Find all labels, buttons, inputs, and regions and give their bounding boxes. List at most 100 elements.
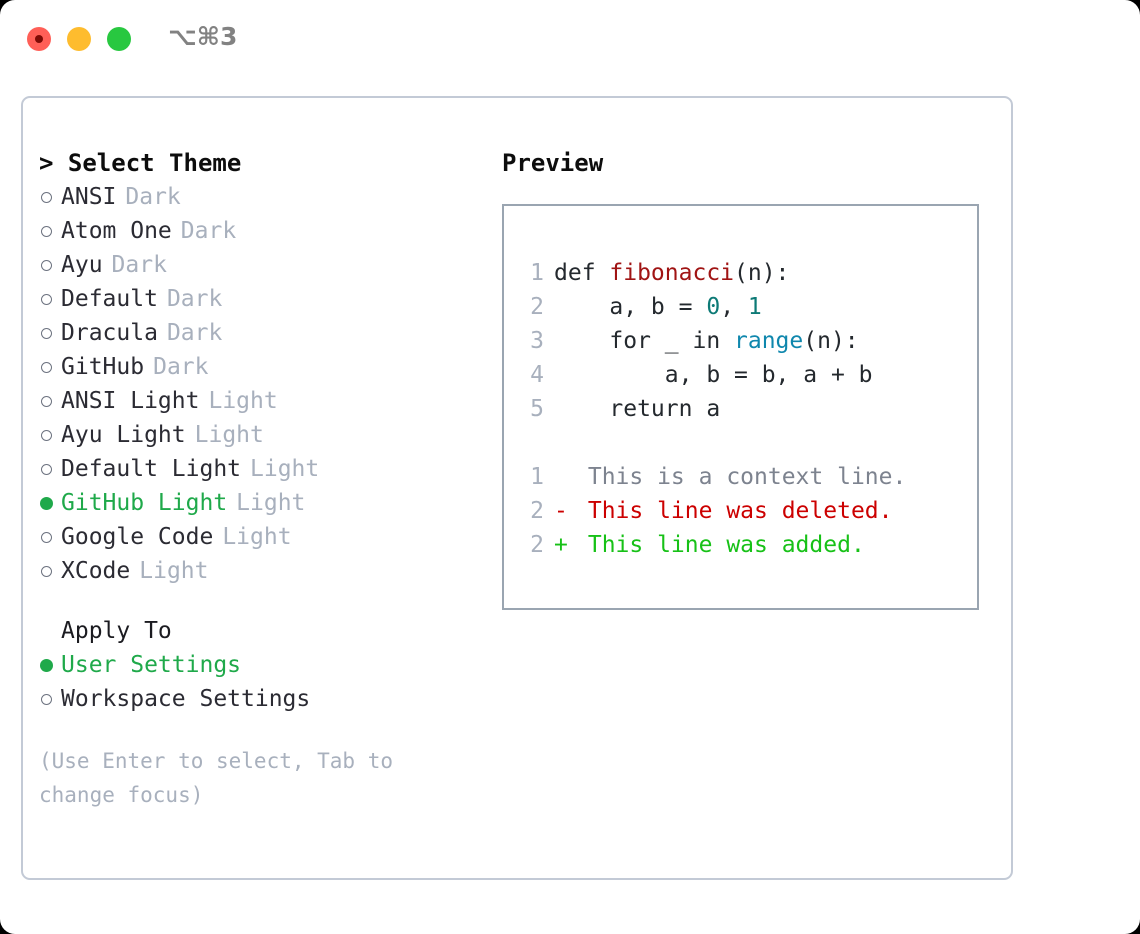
theme-variant-tag: Dark <box>180 218 237 244</box>
radio-unselected-icon <box>39 682 61 716</box>
theme-variant-tag: Dark <box>166 286 223 312</box>
radio-unselected-icon <box>39 316 61 350</box>
theme-list-item[interactable]: ANSI Dark <box>39 180 469 214</box>
theme-variant-tag: Dark <box>125 184 181 210</box>
theme-variant-tag: Dark <box>153 354 209 380</box>
theme-list-item[interactable]: ANSI Light Light <box>39 384 469 418</box>
radio-unselected-icon <box>39 282 61 316</box>
diff-line: 2+ This line was added. <box>522 528 977 562</box>
radio-dot-icon <box>41 566 52 577</box>
radio-unselected-icon <box>39 418 61 452</box>
theme-name: Default <box>61 286 158 312</box>
apply-to-label: Workspace Settings <box>61 686 311 712</box>
maximize-button[interactable] <box>107 27 131 51</box>
theme-name: Atom One <box>61 218 172 244</box>
theme-list-item[interactable]: Google Code Light <box>39 520 469 554</box>
radio-dot-icon <box>41 192 52 203</box>
code-token: for _ in <box>554 328 735 354</box>
radio-dot-icon <box>41 430 52 441</box>
radio-dot-icon <box>40 497 53 510</box>
code-token: a, b = b, a + b <box>554 362 873 388</box>
code-line: 2 a, b = 0, 1 <box>522 290 977 324</box>
radio-selected-icon <box>39 648 61 682</box>
radio-dot-icon <box>40 659 53 672</box>
minimize-button[interactable] <box>67 27 91 51</box>
code-token: range <box>734 328 804 354</box>
preview-heading: Preview <box>502 149 604 177</box>
code-token: fibonacci <box>609 260 735 286</box>
theme-list-item[interactable]: Atom One Dark <box>39 214 469 248</box>
radio-unselected-icon <box>39 214 61 248</box>
radio-unselected-icon <box>39 384 61 418</box>
theme-name: ANSI <box>61 184 117 210</box>
theme-name: Google Code <box>61 524 214 550</box>
radio-unselected-icon <box>39 248 61 282</box>
code-token: (n): <box>803 328 859 354</box>
radio-dot-icon <box>41 260 52 271</box>
theme-variant-tag: Light <box>194 422 264 448</box>
theme-list-item[interactable]: Ayu Light Light <box>39 418 469 452</box>
radio-dot-icon <box>41 464 52 475</box>
code-line: 3 for _ in range(n): <box>522 324 977 358</box>
code-diff-spacer <box>522 426 977 460</box>
code-token: 1 <box>747 294 762 320</box>
radio-unselected-icon <box>39 554 61 588</box>
radio-dot-icon <box>41 226 52 237</box>
theme-name: Default Light <box>61 456 242 482</box>
radio-selected-icon <box>39 486 61 520</box>
radio-unselected-icon <box>39 452 61 486</box>
diff-sign <box>554 460 574 494</box>
apply-to-option[interactable]: Workspace Settings <box>39 682 469 716</box>
code-token: , <box>720 294 748 320</box>
theme-name: Ayu Light <box>61 422 186 448</box>
diff-line: 2- This line was deleted. <box>522 494 977 528</box>
theme-name: GitHub Light <box>61 490 228 516</box>
diff-sign: - <box>554 498 568 524</box>
theme-list-item[interactable]: Dracula Dark <box>39 316 469 350</box>
radio-dot-icon <box>41 294 52 305</box>
apply-to-option[interactable]: User Settings <box>39 648 469 682</box>
radio-unselected-icon <box>39 350 61 384</box>
apply-to-label: User Settings <box>61 652 242 678</box>
theme-list-item[interactable]: Default Dark <box>39 282 469 316</box>
code-line-number: 1 <box>530 260 544 286</box>
code-token: return a <box>554 396 721 422</box>
theme-variant-tag: Light <box>222 524 292 550</box>
theme-name: ANSI Light <box>61 388 200 414</box>
radio-dot-icon <box>41 328 52 339</box>
theme-variant-tag: Light <box>208 388 278 414</box>
keyboard-shortcut-label: ⌥⌘3 <box>168 22 238 51</box>
keyboard-hint: (Use Enter to select, Tab to change focu… <box>39 749 406 807</box>
theme-name: Dracula <box>61 320 158 346</box>
radio-unselected-icon <box>39 520 61 554</box>
code-token: a, b = <box>554 294 707 320</box>
diff-text: This is a context line. <box>574 464 907 490</box>
theme-list-item[interactable]: GitHub Light Light <box>39 486 469 520</box>
theme-variant-tag: Dark <box>166 320 223 346</box>
diff-line-number: 2 <box>530 532 544 558</box>
diff-text: This line was added. <box>574 532 865 558</box>
code-line-number: 5 <box>530 396 544 422</box>
code-line: 4 a, b = b, a + b <box>522 358 977 392</box>
close-button[interactable] <box>27 27 51 51</box>
code-token: 0 <box>706 294 721 320</box>
apply-to-heading: Apply To <box>61 618 172 644</box>
diff-line-number: 1 <box>530 464 544 490</box>
radio-dot-icon <box>41 532 52 543</box>
theme-variant-tag: Light <box>236 490 306 516</box>
diff-sample: 1 This is a context line. 2- This line wa… <box>522 460 977 562</box>
title-bar: ⌥⌘3 <box>0 0 1140 78</box>
diff-line-number: 2 <box>530 498 544 524</box>
select-theme-heading: > Select Theme <box>39 149 242 177</box>
